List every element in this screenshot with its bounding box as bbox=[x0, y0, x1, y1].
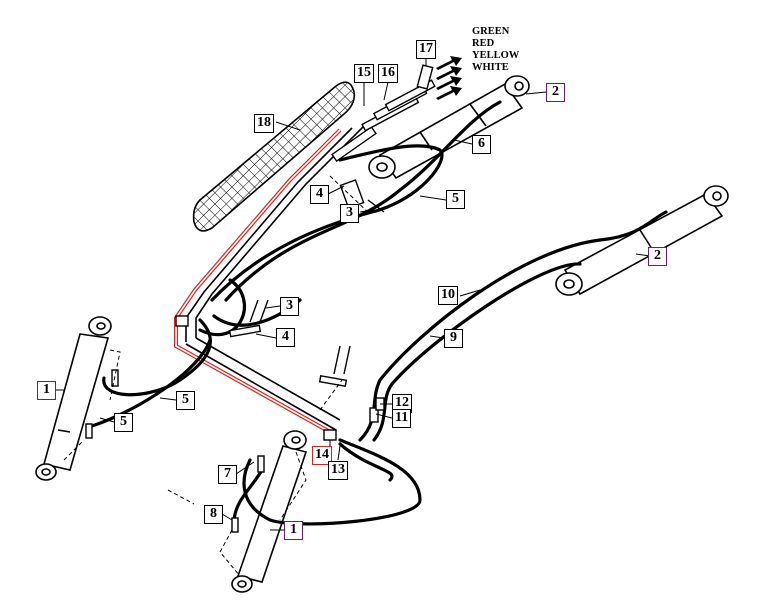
callout-9: 9 bbox=[444, 329, 463, 348]
bolts bbox=[249, 199, 385, 375]
callout-18: 18 bbox=[254, 114, 274, 133]
legend-item-green: GREEN bbox=[472, 26, 510, 37]
callout-5-middle: 5 bbox=[176, 391, 195, 410]
callout-8: 8 bbox=[204, 505, 223, 524]
hose-color-legend: GREEN RED YELLOW WHITE bbox=[472, 26, 519, 74]
callout-4-middle: 4 bbox=[276, 328, 295, 347]
callout-7: 7 bbox=[218, 465, 237, 484]
callout-2-upper: 2 bbox=[546, 83, 565, 102]
callout-3-upper: 3 bbox=[340, 204, 359, 223]
callout-12: 12 bbox=[392, 394, 412, 413]
callout-11: 11 bbox=[392, 409, 412, 428]
legend-item-red: RED bbox=[472, 38, 495, 49]
callout-4-upper: 4 bbox=[310, 185, 329, 204]
leader-lines bbox=[56, 56, 651, 531]
callout-2-right: 2 bbox=[648, 247, 667, 266]
cylinder-right bbox=[555, 185, 729, 296]
callout-16: 16 bbox=[378, 64, 398, 83]
callout-13: 13 bbox=[328, 461, 348, 480]
callout-14: 14 bbox=[312, 446, 332, 465]
cylinder-upper-right bbox=[368, 75, 530, 180]
guide-lines bbox=[63, 175, 371, 577]
legend-item-yellow: YELLOW bbox=[472, 50, 520, 61]
color-arrows bbox=[436, 56, 462, 100]
callout-15: 15 bbox=[354, 64, 374, 83]
callout-5-left: 5 bbox=[114, 413, 133, 432]
cylinder-left bbox=[35, 316, 112, 481]
callout-17: 17 bbox=[416, 40, 436, 59]
cylinder-bottom bbox=[231, 430, 308, 593]
callout-6: 6 bbox=[472, 135, 491, 154]
fittings bbox=[85, 64, 436, 533]
callout-5-upper: 5 bbox=[446, 190, 465, 209]
hose-guard-mesh bbox=[192, 81, 356, 232]
callout-10: 10 bbox=[438, 286, 458, 305]
callout-1-bottom: 1 bbox=[284, 521, 303, 540]
callout-3-middle: 3 bbox=[280, 297, 299, 316]
legend-item-white: WHITE bbox=[472, 62, 509, 73]
callout-1-left: 1 bbox=[37, 381, 56, 400]
